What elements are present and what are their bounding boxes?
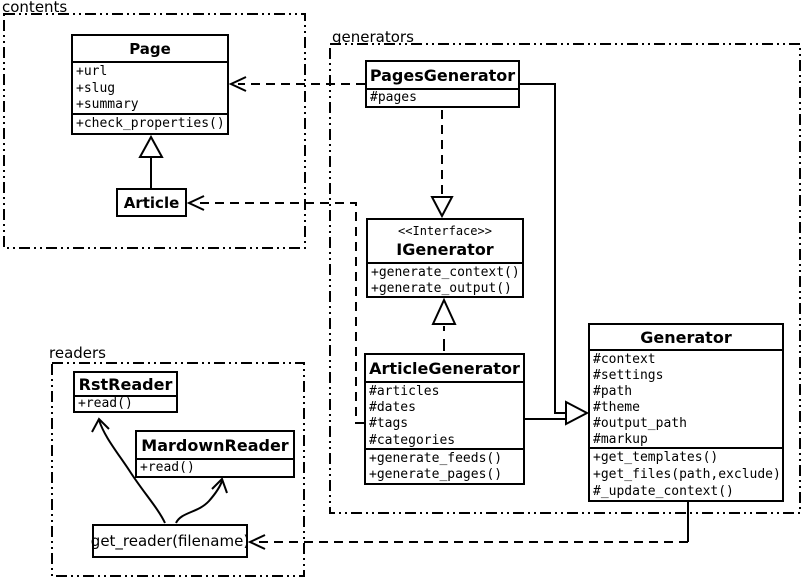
attributes-compartment: #articles #dates #tags #categories (366, 381, 523, 448)
method: +generate_context() (371, 265, 520, 280)
open-arrowhead-icon (211, 477, 228, 494)
class-title: RstReader (78, 374, 173, 394)
attribute: #articles (369, 384, 440, 399)
class-title: MardownReader (141, 435, 289, 455)
attribute: #context (593, 352, 656, 367)
class-mardownreader: MardownReader +read() (135, 430, 295, 478)
class-generator: Generator #context #settings #path #them… (588, 323, 784, 502)
class-title: PagesGenerator (369, 65, 516, 85)
dependency-pagesgenerator-to-page (228, 76, 365, 92)
curved-arrow-getreader-to-rstreader (91, 417, 166, 524)
attribute: #dates (369, 400, 416, 416)
realization-articlegenerator-to-igenerator (431, 297, 457, 351)
attributes-compartment: #pages (367, 88, 518, 106)
attribute: +slug (76, 80, 116, 96)
attribute: #path (593, 384, 633, 399)
class-title: Page (129, 39, 171, 58)
class-title: IGenerator (396, 239, 494, 259)
method: +read() (140, 460, 195, 475)
package-label-contents: contents (2, 0, 68, 16)
package-label-generators: generators (332, 28, 414, 46)
class-pagesgenerator: PagesGenerator #pages (365, 60, 520, 108)
package-contents-border (3, 13, 306, 249)
open-arrowhead-icon (247, 534, 266, 550)
attribute: +url (76, 64, 108, 79)
interface-igenerator: <<Interface>> IGenerator +generate_conte… (366, 218, 524, 298)
stereotype: <<Interface>> (398, 223, 492, 238)
generalization-generators-to-generator (520, 83, 590, 426)
attributes-compartment: #context #settings #path #theme #output_… (590, 349, 782, 447)
class-title: ArticleGenerator (369, 358, 520, 378)
method: +get_templates() (593, 450, 719, 465)
package-readers-border (51, 362, 305, 577)
class-title: Article (123, 193, 180, 212)
methods-compartment: +get_templates() +get_files(path,exclude… (590, 447, 782, 500)
class-title-block: <<Interface>> IGenerator (368, 220, 522, 262)
function-label: get_reader(filename) (90, 532, 250, 550)
method: +generate_feeds() (369, 451, 503, 466)
class-page: Page +url +slug +summary +check_properti… (71, 34, 229, 135)
curved-arrow-getreader-to-mardownreader (175, 477, 228, 524)
dependency-articlegenerator-to-article (186, 195, 364, 424)
attribute: #categories (369, 432, 456, 448)
methods-compartment: +generate_feeds() +generate_pages() (366, 448, 523, 483)
attribute: +summary (76, 97, 139, 113)
open-arrowhead-icon (91, 417, 110, 433)
class-rstreader: RstReader +read() (73, 371, 178, 413)
attribute: #pages (370, 90, 417, 105)
package-generators-border (329, 43, 801, 514)
methods-compartment: +check_properties() (73, 113, 227, 133)
class-article: Article (116, 188, 187, 217)
methods-compartment: +read() (75, 395, 176, 411)
attribute: #settings (593, 368, 664, 383)
method: +check_properties() (76, 116, 225, 131)
method: +generate_output() (371, 280, 512, 296)
attribute: #output_path (593, 416, 687, 431)
class-title: Generator (640, 327, 732, 347)
package-label-readers: readers (49, 344, 106, 362)
open-arrowhead-icon (186, 195, 205, 211)
attributes-compartment: +url +slug +summary (73, 61, 227, 113)
dependency-generator-to-getreader (247, 502, 689, 550)
method: +get_files(path,exclude) (593, 466, 781, 482)
attribute: #theme (593, 400, 640, 415)
method: +generate_pages() (369, 467, 503, 482)
method: #_update_context() (593, 483, 734, 499)
class-articlegenerator: ArticleGenerator #articles #dates #tags … (364, 353, 525, 485)
realization-pagesgenerator-to-igenerator (430, 110, 454, 219)
attribute: #markup (593, 432, 648, 447)
open-arrowhead-icon (228, 76, 247, 92)
function-getreader: get_reader(filename) (90, 524, 250, 558)
methods-compartment: +generate_context() +generate_output() (368, 262, 522, 296)
methods-compartment: +read() (137, 458, 293, 476)
generalization-article-to-page (138, 134, 164, 188)
method: +read() (78, 396, 133, 411)
attribute: #tags (369, 416, 409, 432)
